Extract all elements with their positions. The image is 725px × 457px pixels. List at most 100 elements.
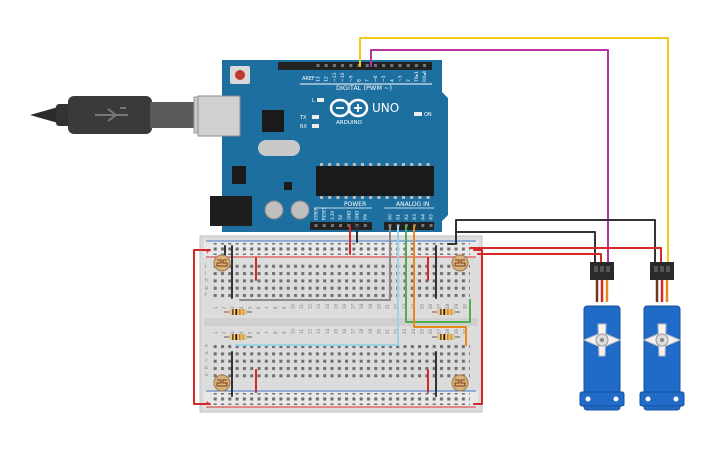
resistor	[224, 334, 252, 340]
breadboard-column-number: 4	[239, 331, 244, 334]
breadboard-column-number: 24	[411, 328, 416, 334]
resistor	[224, 309, 252, 315]
breadboard-column-number: 29	[454, 303, 459, 309]
breadboard-column-number: 5	[247, 306, 252, 309]
breadboard-column-number: 22	[394, 328, 399, 334]
breadboard-column-number: 26	[428, 328, 433, 334]
digital-pin-label: 12	[324, 76, 330, 82]
breadboard-row-letter: e	[205, 344, 208, 349]
breadboard-column-number: 3	[230, 306, 235, 309]
breadboard-column-number: 21	[385, 303, 390, 309]
breadboard-column-number: 20	[376, 328, 381, 334]
aref-label: AREF	[302, 76, 315, 82]
breadboard-row-letter: j	[204, 263, 206, 269]
breadboard-column-number: 1	[213, 331, 218, 334]
breadboard-column-number: 25	[419, 303, 424, 309]
power-jack	[210, 196, 252, 226]
power-pin-label: RESET	[322, 207, 327, 220]
servo-motor	[639, 262, 685, 411]
breadboard: 1122334455667788991010111112121313141415…	[199, 235, 483, 413]
power-pin-label: 3.3V	[330, 211, 335, 220]
servos	[579, 262, 685, 411]
breadboard-column-number: 15	[333, 328, 338, 334]
led-rx-label: RX	[300, 124, 307, 130]
breadboard-row-letter: b	[205, 365, 208, 371]
breadboard-column-number: 3	[230, 331, 235, 334]
wire-signal-magenta	[370, 49, 609, 263]
model-label: UNO	[372, 101, 399, 115]
breadboard-column-number: 10	[290, 303, 295, 309]
breadboard-row-letter: d	[205, 350, 208, 356]
breadboard-row-letter: c	[205, 359, 208, 364]
wire-signal-yellow	[359, 37, 669, 263]
power-label: POWER	[344, 201, 366, 208]
wire-a3	[413, 225, 467, 346]
breadboard-column-number: 16	[342, 303, 347, 309]
wire-a1	[235, 225, 399, 346]
photoresistor	[451, 374, 469, 392]
breadboard-column-number: 4	[239, 306, 244, 309]
digital-pin-label: ~3	[398, 75, 404, 82]
wire-power	[469, 247, 662, 263]
breadboard-column-number: 30	[462, 303, 467, 309]
on-label: ON	[424, 112, 432, 118]
analog-pin-label: A5	[429, 214, 435, 220]
breadboard-column-number: 28	[445, 303, 450, 309]
wire-a0	[239, 225, 391, 301]
power-pin-label: IOREF	[314, 207, 319, 220]
breadboard-column-number: 13	[316, 328, 321, 334]
digital-pin-label: 7	[365, 79, 371, 82]
breadboard-column-number: 19	[368, 328, 373, 334]
breadboard-column-number: 23	[402, 328, 407, 334]
crystal	[258, 140, 300, 156]
breadboard-column-number: 15	[333, 303, 338, 309]
breadboard-column-number: 7	[265, 306, 270, 309]
breadboard-column-number: 23	[402, 303, 407, 309]
digital-pin-label: 13	[316, 76, 322, 82]
analog-label: ANALOG IN	[396, 201, 429, 208]
breadboard-column-number: 2	[222, 306, 227, 309]
breadboard-column-number: 27	[437, 328, 442, 334]
digital-pin-label: ~11	[332, 72, 338, 82]
wire-power	[477, 253, 602, 263]
breadboard-column-number: 12	[308, 328, 313, 334]
breadboard-row-letter: g	[205, 286, 208, 291]
breadboard-column-number: 11	[299, 303, 304, 309]
analog-pin-label: A1	[396, 214, 402, 220]
analog-header	[384, 222, 434, 230]
digital-pin-label: ~5	[381, 75, 387, 82]
breadboard-column-number: 1	[213, 306, 218, 309]
photoresistor	[451, 254, 469, 272]
analog-pin-label: A3	[412, 214, 418, 220]
digital-pin-label: RX◂0	[422, 71, 428, 82]
wires	[193, 37, 669, 405]
digital-pin-label: TX▸1	[414, 71, 420, 83]
breadboard-column-number: 20	[376, 303, 381, 309]
breadboard-column-number: 10	[290, 328, 295, 334]
breadboard-column-number: 19	[368, 303, 373, 309]
digital-pin-label: ~10	[340, 72, 346, 82]
brand-label: ARDUINO	[336, 120, 363, 126]
breadboard-row-letter: f	[205, 292, 207, 298]
breadboard-column-number: 29	[454, 328, 459, 334]
breadboard-column-number: 16	[342, 328, 347, 334]
usb-chip	[262, 110, 284, 132]
breadboard-row-letter: a	[205, 373, 208, 378]
resistor	[432, 334, 460, 340]
breadboard-column-number: 21	[385, 328, 390, 334]
breadboard-column-number: 17	[351, 328, 356, 334]
digital-pin-label: ~9	[348, 75, 354, 82]
digital-pin-label: 4	[389, 79, 395, 82]
resistor	[432, 309, 460, 315]
breadboard-column-number: 22	[394, 303, 399, 309]
breadboard-column-number: 13	[316, 303, 321, 309]
capacitor	[264, 200, 284, 220]
breadboard-column-number: 17	[351, 303, 356, 309]
wire-rail-right	[473, 249, 483, 405]
wire-a2	[405, 225, 471, 323]
breadboard-column-number: 11	[299, 328, 304, 334]
digital-header	[278, 62, 432, 70]
regulator	[232, 166, 246, 184]
digital-label: DIGITAL (PWM ~)	[336, 84, 392, 92]
